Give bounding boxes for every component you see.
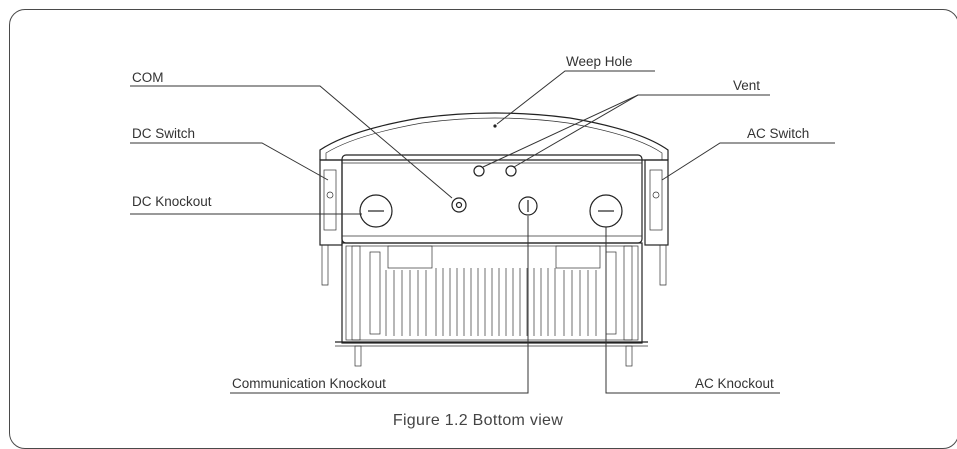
callout-weep-hole: Weep Hole [566,54,633,69]
callout-communication-knockout: Communication Knockout [232,376,386,391]
leader-lines [130,70,835,394]
callout-ac-knockout: AC Knockout [695,376,774,391]
communication-knockout-hole [518,196,538,216]
inverter-drawing [319,112,669,367]
dc-knockout-hole [359,194,393,228]
callout-dc-switch: DC Switch [132,126,195,141]
callout-vent: Vent [733,78,760,93]
vent-left [473,165,485,177]
weep-hole-dot [493,124,497,128]
callout-dc-knockout: DC Knockout [132,194,212,209]
vent-right [505,165,517,177]
com-port [451,197,467,213]
callout-ac-switch: AC Switch [747,126,809,141]
callout-com: COM [132,70,164,85]
figure-caption: Figure 1.2 Bottom view [393,412,563,429]
